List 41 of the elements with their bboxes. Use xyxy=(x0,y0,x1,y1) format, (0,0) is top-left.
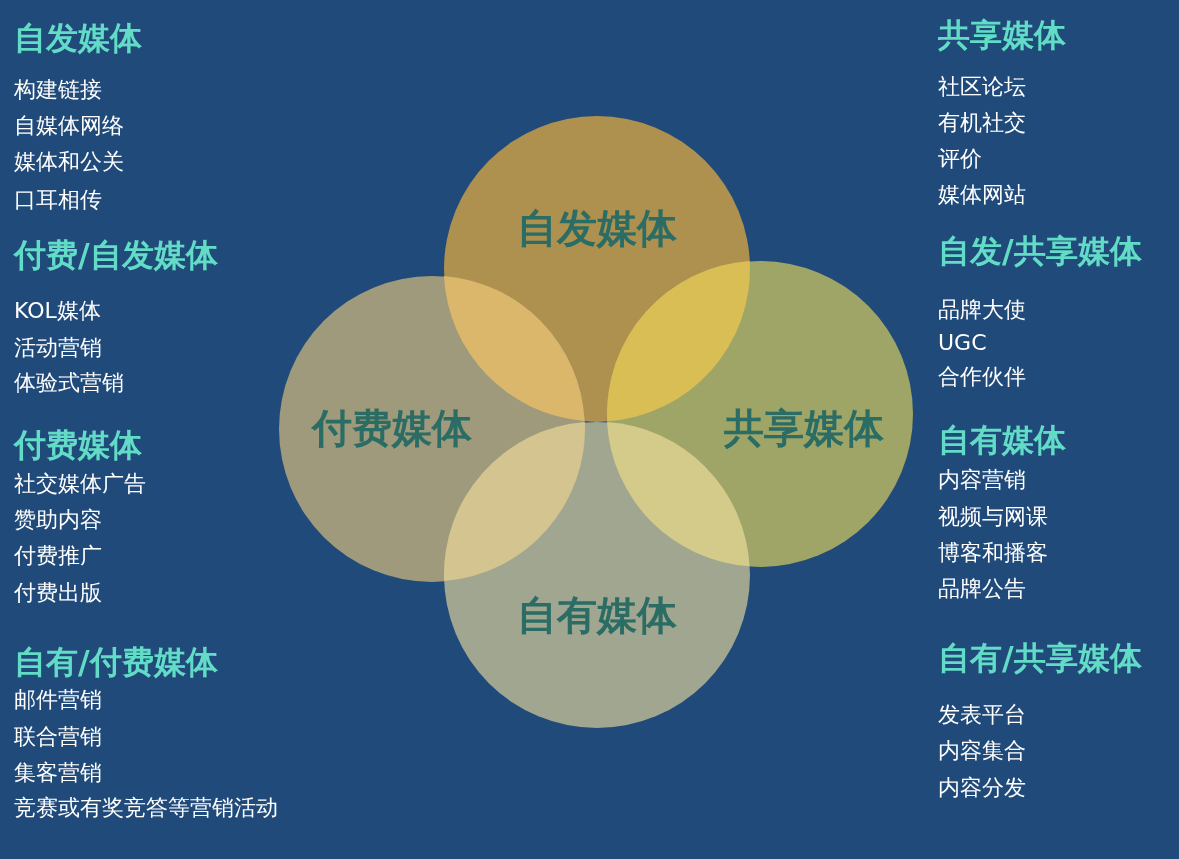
section-heading: 自发媒体 xyxy=(14,19,142,57)
list-item: 内容分发 xyxy=(938,774,1026,802)
list-item: 社区论坛 xyxy=(938,73,1026,101)
list-item: UGC xyxy=(938,329,987,357)
list-item: KOL媒体 xyxy=(14,297,101,325)
section-heading: 自发/共享媒体 xyxy=(938,232,1142,270)
list-item: 有机社交 xyxy=(938,109,1026,137)
list-item: 活动营销 xyxy=(14,334,102,362)
list-item: 付费出版 xyxy=(14,579,102,607)
list-item: 自媒体网络 xyxy=(14,112,124,140)
circle-label: 付费媒体 xyxy=(312,406,472,450)
list-item: 评价 xyxy=(938,145,982,173)
list-item: 品牌公告 xyxy=(938,575,1026,603)
circle-label: 自发媒体 xyxy=(517,206,677,250)
list-item: 付费推广 xyxy=(14,542,102,570)
list-item: 集客营销 xyxy=(14,759,102,787)
list-item: 视频与网课 xyxy=(938,503,1048,531)
list-item: 赞助内容 xyxy=(14,506,102,534)
section-heading: 共享媒体 xyxy=(938,16,1066,54)
list-item: 体验式营销 xyxy=(14,369,124,397)
list-item: 媒体和公关 xyxy=(14,148,124,176)
section-heading: 自有/付费媒体 xyxy=(14,643,218,681)
list-item: 竞赛或有奖竞答等营销活动 xyxy=(14,794,278,822)
list-item: 邮件营销 xyxy=(14,686,102,714)
list-item: 内容营销 xyxy=(938,466,1026,494)
list-item: 发表平台 xyxy=(938,701,1026,729)
section-heading: 自有/共享媒体 xyxy=(938,639,1142,677)
circle-label: 共享媒体 xyxy=(724,406,884,450)
list-item: 联合营销 xyxy=(14,723,102,751)
section-heading: 付费媒体 xyxy=(14,426,142,464)
section-heading: 自有媒体 xyxy=(938,421,1066,459)
list-item: 博客和播客 xyxy=(938,539,1048,567)
list-item: 品牌大使 xyxy=(938,296,1026,324)
circle-label: 自有媒体 xyxy=(517,593,677,637)
list-item: 内容集合 xyxy=(938,737,1026,765)
list-item: 社交媒体广告 xyxy=(14,470,146,498)
list-item: 口耳相传 xyxy=(14,186,102,214)
list-item: 合作伙伴 xyxy=(938,363,1026,391)
section-heading: 付费/自发媒体 xyxy=(14,236,218,274)
list-item: 构建链接 xyxy=(14,76,102,104)
list-item: 媒体网站 xyxy=(938,181,1026,209)
